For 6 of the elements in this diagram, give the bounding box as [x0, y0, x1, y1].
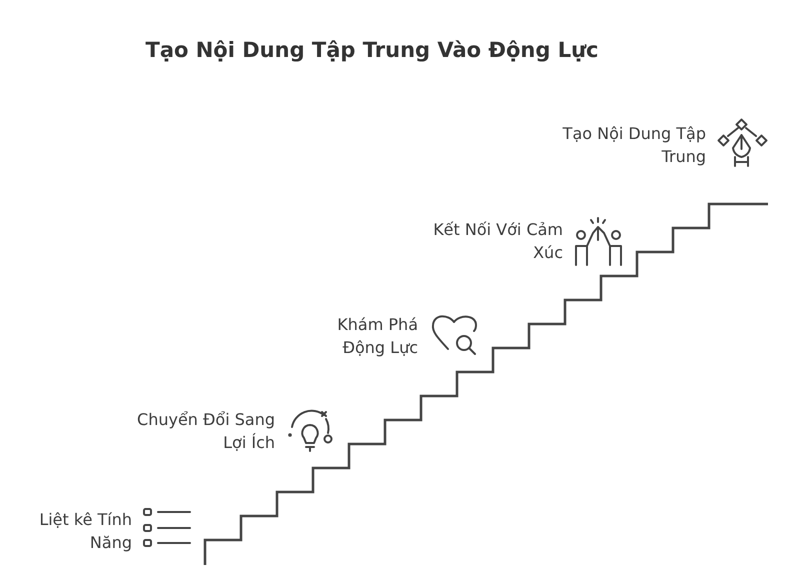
step-label: Liệt kê Tính Năng	[2, 508, 132, 554]
step-label: Kết Nối Với Cảm Xúc	[423, 218, 563, 264]
title: Tạo Nội Dung Tập Trung Vào Động Lực	[144, 38, 600, 62]
step-label: Tạo Nội Dung Tập Trung	[556, 122, 706, 168]
step-label: Khám Phá Động Lực	[298, 313, 418, 359]
step-label: Chuyển Đổi Sang Lợi Ích	[135, 408, 275, 454]
